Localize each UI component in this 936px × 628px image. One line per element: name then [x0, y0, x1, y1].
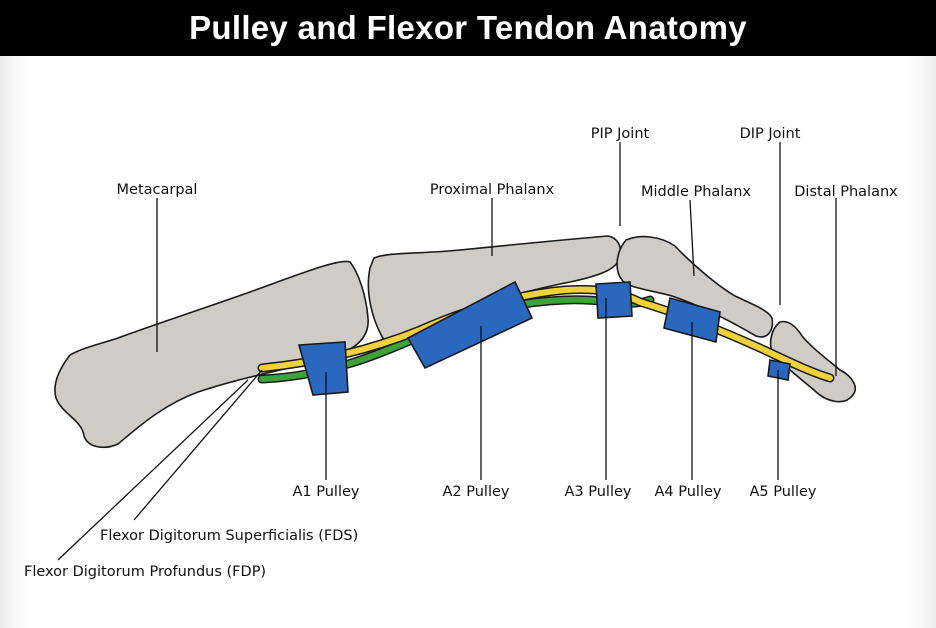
labels: Metacarpal Proximal Phalanx PIP Joint Mi…	[24, 126, 898, 580]
label-fds: Flexor Digitorum Superficialis (FDS)	[100, 528, 358, 544]
a1-pulley	[297, 341, 349, 396]
fds-tendon	[259, 286, 833, 381]
a4-pulley	[663, 296, 721, 344]
a5-pulley	[767, 359, 791, 381]
label-dip-joint: DIP Joint	[740, 126, 801, 142]
label-a1-pulley: A1 Pulley	[293, 484, 360, 500]
label-distal-phalanx: Distal Phalanx	[794, 184, 898, 200]
header-bar: Pulley and Flexor Tendon Anatomy	[0, 0, 936, 56]
label-fdp: Flexor Digitorum Profundus (FDP)	[24, 564, 266, 580]
leader-lines	[57, 142, 837, 561]
label-metacarpal: Metacarpal	[117, 182, 198, 198]
label-proximal-phalanx: Proximal Phalanx	[430, 182, 555, 198]
label-pip-joint: PIP Joint	[591, 126, 650, 142]
a3-pulley	[595, 281, 633, 319]
diagram-title: Pulley and Flexor Tendon Anatomy	[189, 9, 747, 46]
label-a3-pulley: A3 Pulley	[565, 484, 632, 500]
fdp-leader	[57, 379, 249, 561]
label-a4-pulley: A4 Pulley	[655, 484, 722, 500]
label-a5-pulley: A5 Pulley	[750, 484, 817, 500]
a2-pulley	[406, 280, 534, 370]
label-a2-pulley: A2 Pulley	[443, 484, 510, 500]
fds-leader	[133, 369, 263, 521]
pulleys	[297, 280, 791, 396]
label-middle-phalanx: Middle Phalanx	[641, 184, 751, 200]
middle-phalanx-leader	[689, 199, 695, 277]
